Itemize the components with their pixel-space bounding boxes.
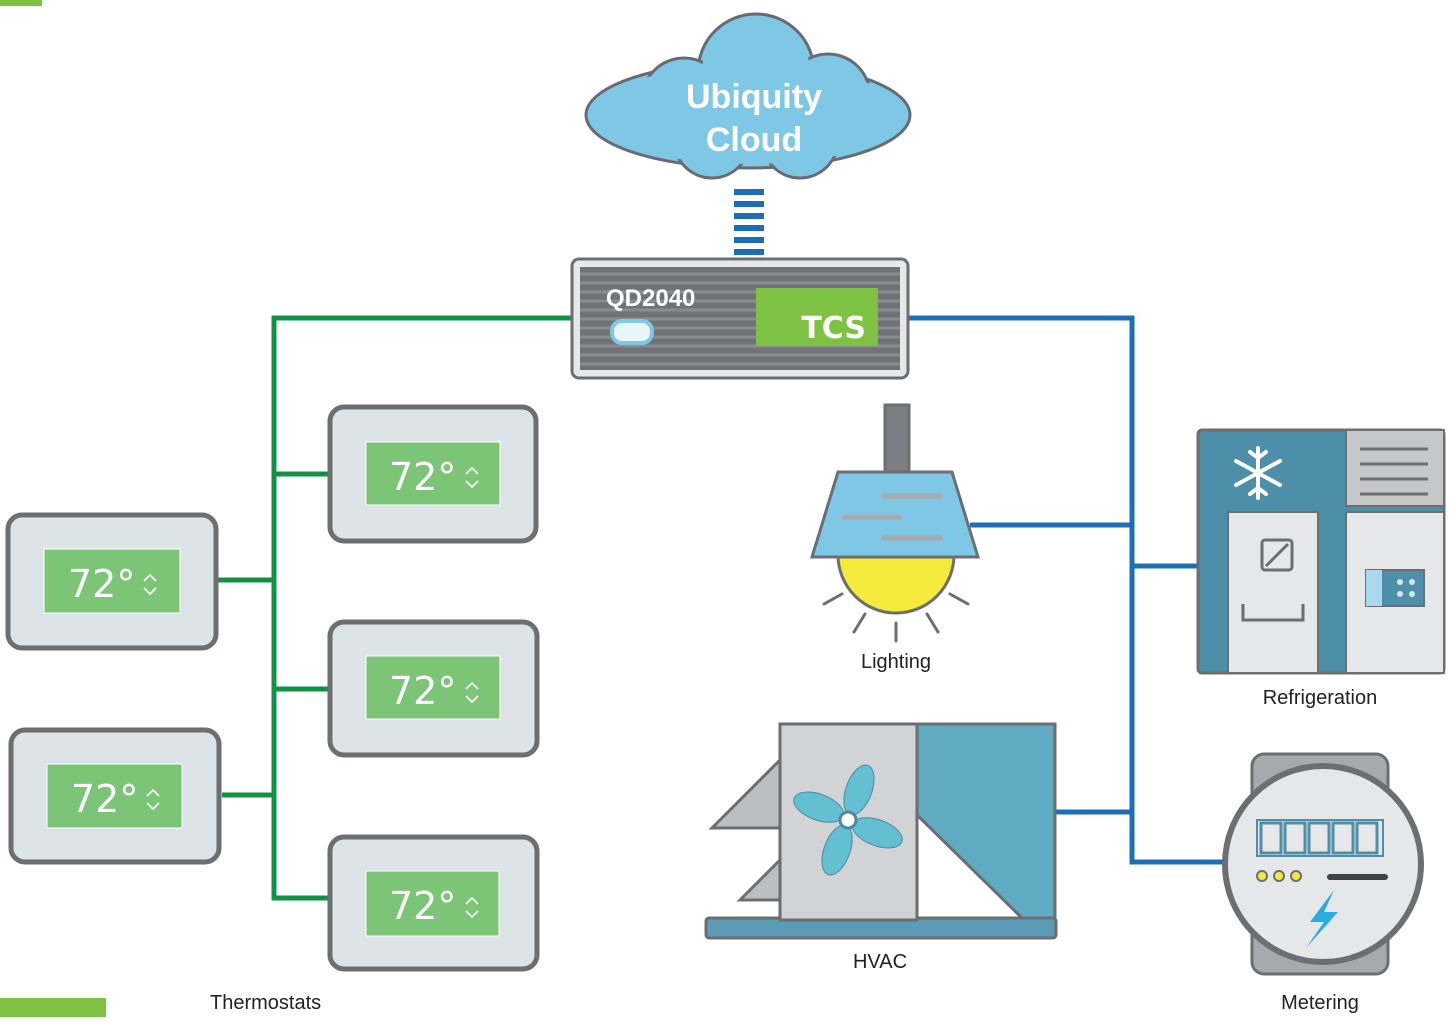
thermostat-temp: 72° xyxy=(389,884,456,928)
lightning-bolt-icon xyxy=(1306,890,1338,948)
blue-bus-lines xyxy=(906,315,1228,865)
ubiquity-cloud: Ubiquity Cloud xyxy=(584,12,912,180)
cloud-title-line2: Cloud xyxy=(706,121,802,159)
status-led xyxy=(610,319,654,345)
cloud-title-line1: Ubiquity xyxy=(686,78,822,116)
metering-label: Metering xyxy=(1281,992,1359,1014)
controller-model-label: QD2040 xyxy=(606,285,695,312)
cloud-uplink xyxy=(734,189,764,255)
header-accent-bar xyxy=(0,0,42,6)
thermostat-2: 72° xyxy=(5,512,219,651)
qd2040-controller: TCS QD2040 xyxy=(570,257,910,380)
thermostat-3: 72° xyxy=(327,619,540,758)
snowflake-icon xyxy=(1234,446,1282,500)
up-down-arrows-icon xyxy=(143,573,157,596)
up-down-arrows-icon xyxy=(465,681,479,704)
green-bus-lines xyxy=(217,315,572,901)
tcs-logo-plate xyxy=(756,288,878,346)
light-bulb-icon xyxy=(809,403,981,643)
refrigeration-label: Refrigeration xyxy=(1262,687,1378,709)
footer-accent-bar xyxy=(0,998,106,1017)
electric-meter-icon xyxy=(1222,752,1424,976)
thermostat-4: 72° xyxy=(8,727,222,865)
fan-icon xyxy=(793,764,903,876)
thermostat-5: 72° xyxy=(327,834,540,972)
up-down-arrows-icon xyxy=(146,788,160,811)
thermostat-temp: 72° xyxy=(389,455,456,499)
up-down-arrows-icon xyxy=(465,896,479,919)
thermostat-temp: 72° xyxy=(68,562,135,606)
tcs-logo: TCS xyxy=(801,311,866,346)
thermostats-label: Thermostats xyxy=(210,992,322,1014)
thermostat-temp: 72° xyxy=(389,669,456,713)
hvac-label: HVAC xyxy=(852,951,908,973)
up-down-arrows-icon xyxy=(465,466,479,489)
thermostat-temp: 72° xyxy=(71,777,138,821)
lighting-label: Lighting xyxy=(860,651,932,673)
refrigeration-unit-icon xyxy=(1196,428,1446,675)
hvac-unit-icon xyxy=(704,722,1058,940)
thermostat-1: 72° xyxy=(327,404,539,544)
